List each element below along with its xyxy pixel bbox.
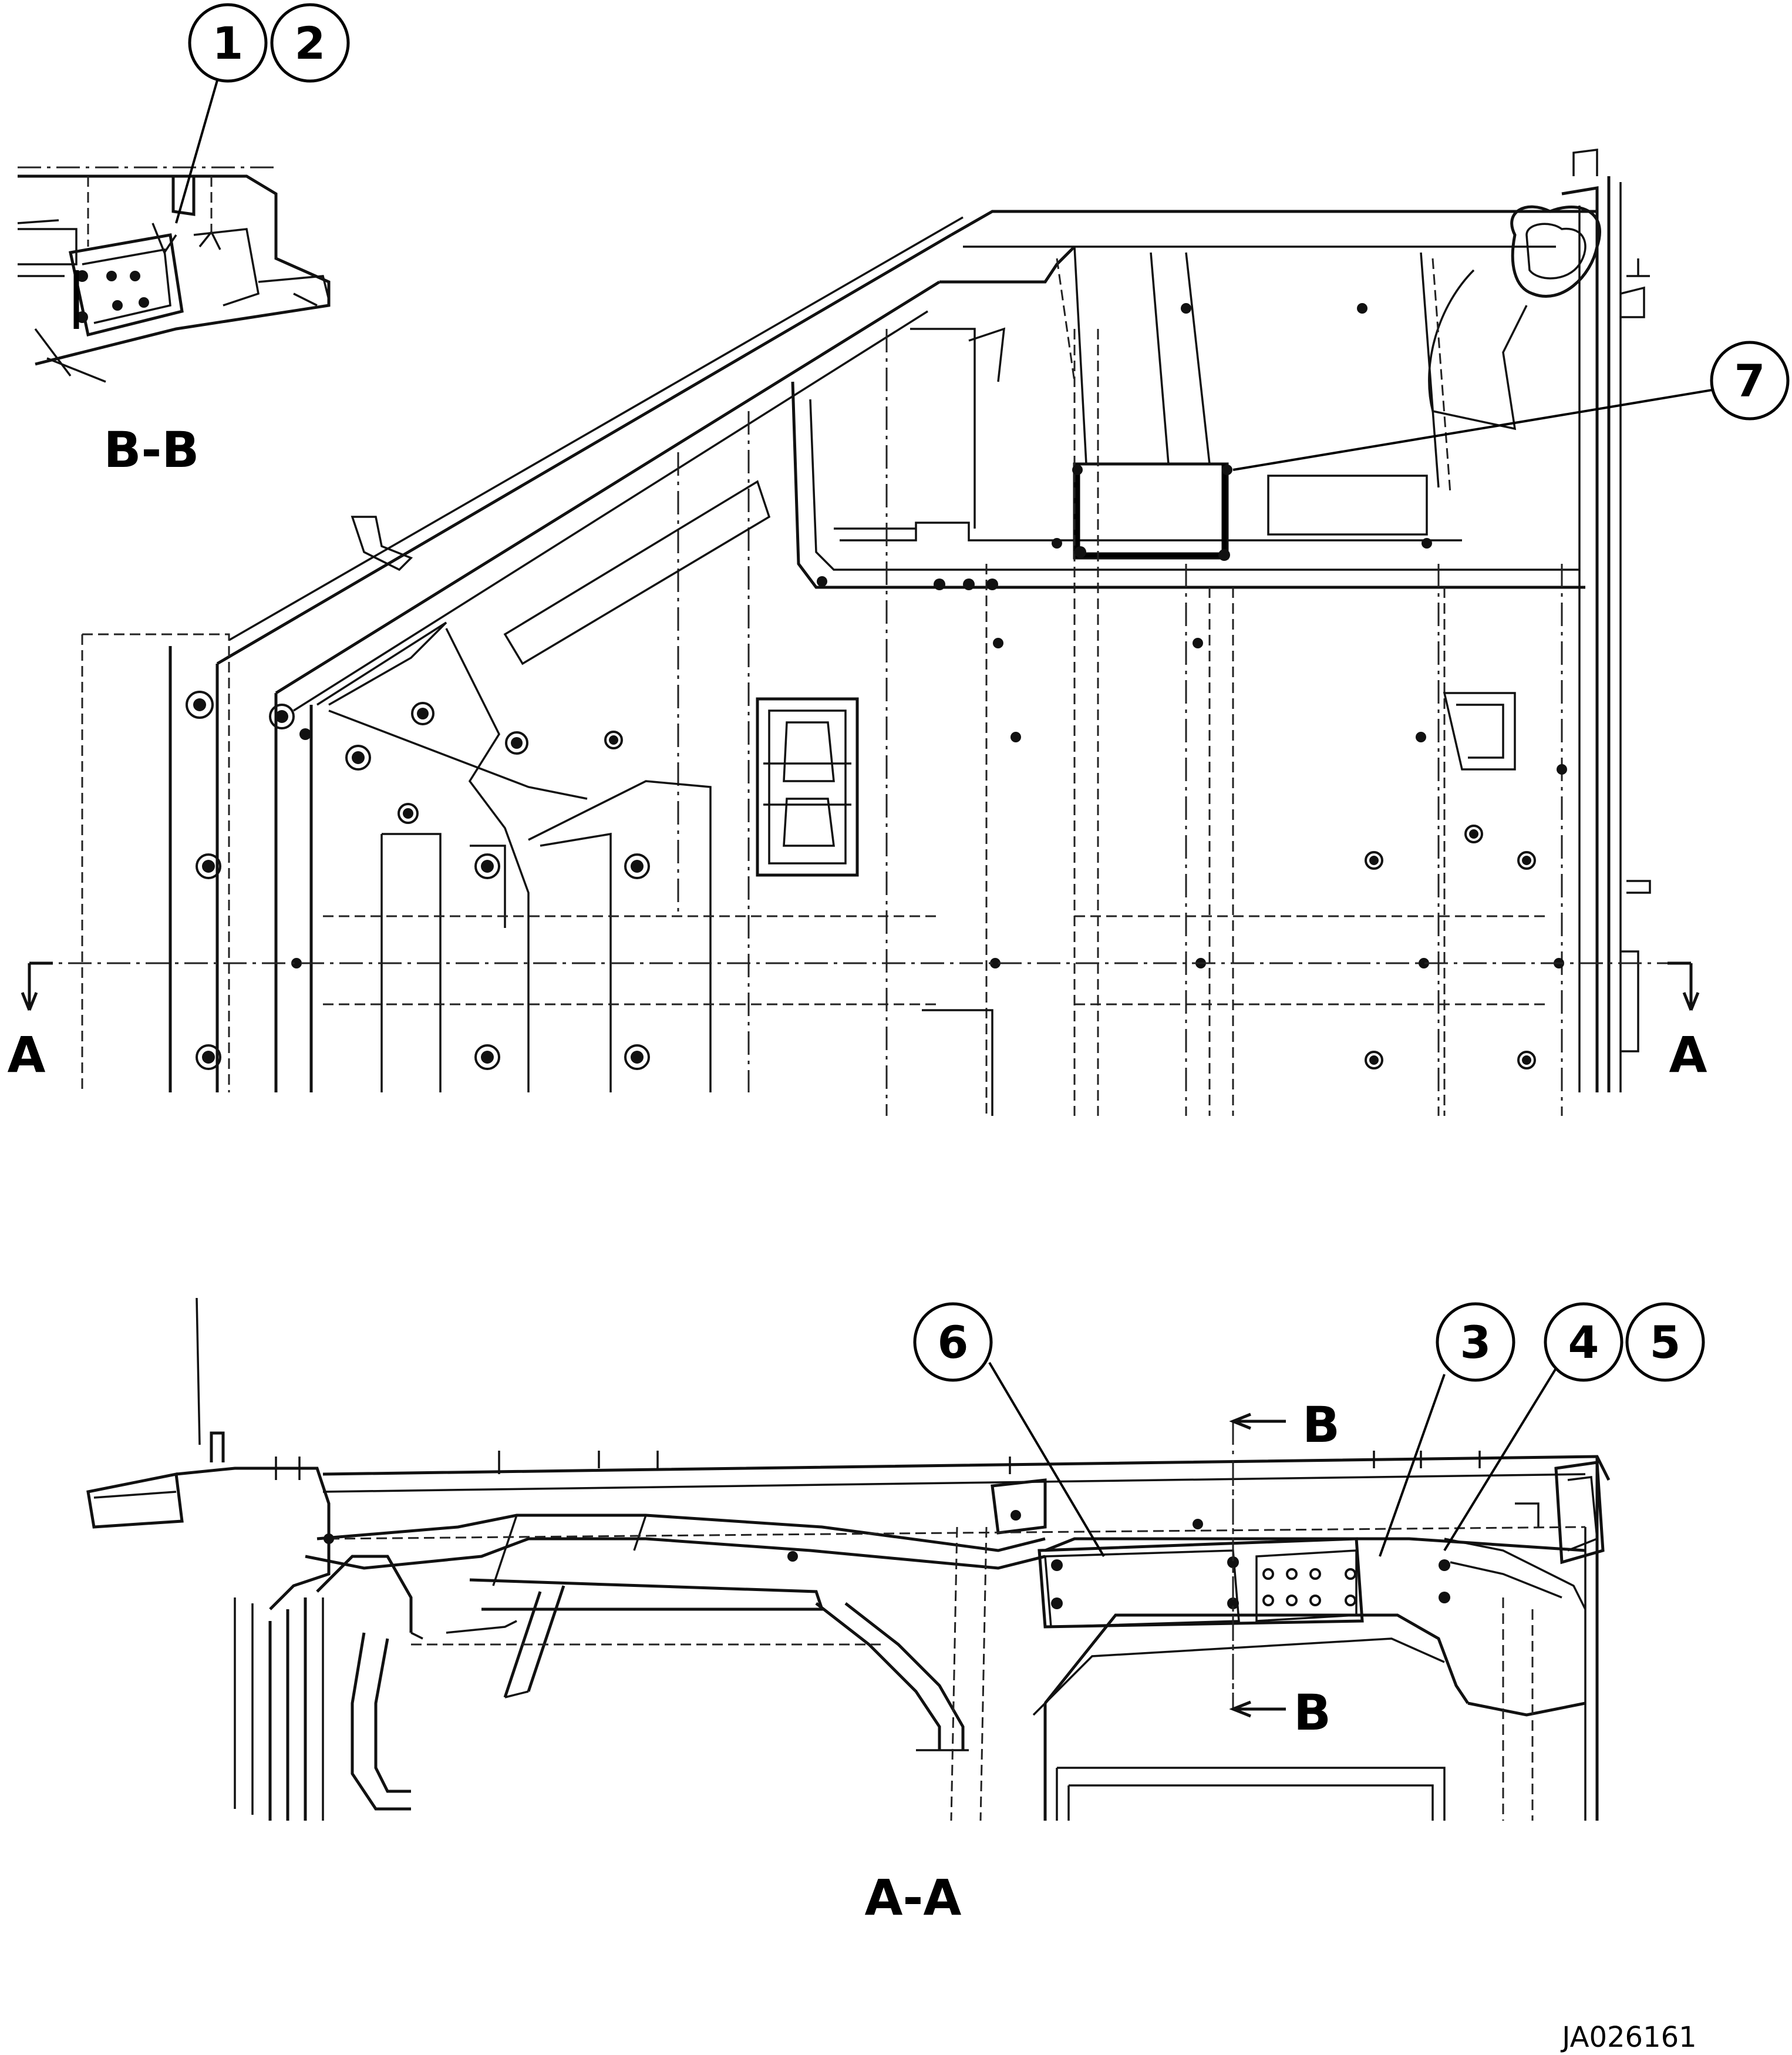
- view-label-bb: B-B: [104, 421, 200, 479]
- cut-label-a-left: A: [7, 1026, 45, 1084]
- cut-label-b-bottom: B: [1294, 1684, 1331, 1741]
- callout-4: 4: [1544, 1302, 1623, 1382]
- callout-6: 6: [913, 1302, 993, 1382]
- detail-bb: [17, 166, 331, 383]
- callout-1: 1: [188, 3, 268, 83]
- drawing-number: JA026161: [1560, 2021, 1696, 2054]
- callout-2-label: 2: [295, 17, 326, 69]
- section-line-aa: [21, 961, 1700, 1011]
- callout-6-label: 6: [938, 1316, 969, 1368]
- section-line-bb: [1229, 1412, 1286, 1718]
- callout-2: 2: [270, 3, 350, 83]
- top-view-frame: [81, 149, 1651, 1116]
- callout-3-label: 3: [1460, 1316, 1491, 1368]
- callout-5-label: 5: [1650, 1316, 1681, 1368]
- callout-4-label: 4: [1568, 1316, 1599, 1368]
- callout-3: 3: [1436, 1302, 1515, 1382]
- callout-7-label: 7: [1734, 355, 1766, 407]
- section-aa-bolts: [324, 1510, 1450, 1609]
- top-view-bolts: [186, 303, 1567, 1070]
- callout-5: 5: [1625, 1302, 1705, 1382]
- callout-7: 7: [1710, 341, 1790, 421]
- cut-label-a-right: A: [1669, 1026, 1707, 1084]
- view-label-aa: A-A: [865, 1869, 962, 1926]
- section-aa-view: [86, 1297, 1611, 1821]
- leaders: [175, 76, 1727, 1558]
- cut-label-b-top: B: [1302, 1396, 1340, 1454]
- callout-1-label: 1: [213, 17, 244, 69]
